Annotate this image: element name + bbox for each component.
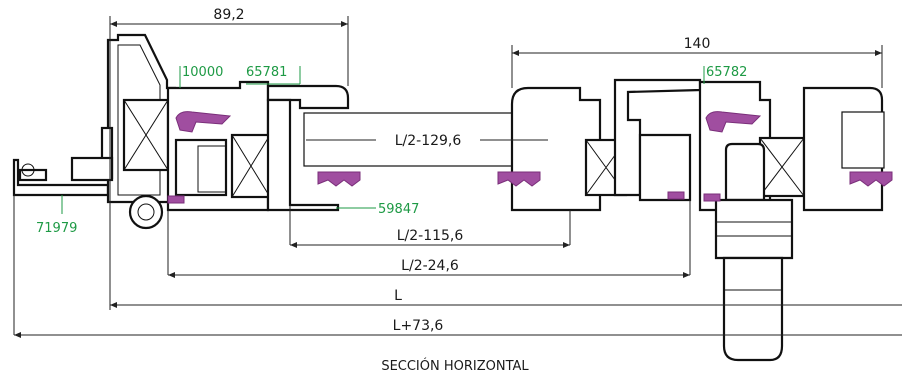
extension-lines [13,16,883,335]
section-title: SECCIÓN HORIZONTAL [381,358,529,374]
interlock-profile [510,78,885,212]
gasket-top-right [705,111,762,133]
dimension-lines [14,21,902,338]
dim-115-6-label: L/2-115,6 [397,228,464,244]
roller-wheel [128,194,164,230]
gasket-pad-2 [667,191,685,200]
gasket-bottom-left [317,171,361,187]
code-leaders [61,66,705,214]
code-10000: 10000 [182,65,223,80]
dim-L-label: L [394,288,402,304]
gasket-top-left [175,111,232,133]
dim-L-73-6-label: L+73,6 [393,318,444,334]
gaskets [167,111,893,204]
gasket-center-left [497,171,541,187]
left-frame-profile [12,33,177,230]
code-59847: 59847 [378,202,419,217]
code-65781: 65781 [246,65,287,80]
gasket-bottom-right [849,171,893,187]
dim-glass-inner-label: L/2-129,6 [395,133,462,149]
gasket-pad-1 [167,195,185,204]
drainage-cap [18,168,48,182]
code-71979: 71979 [36,221,77,236]
gasket-pad-3 [703,193,721,202]
dim-24-6-label: L/2-24,6 [401,258,459,274]
dim-140-label: 140 [684,36,711,52]
code-65782: 65782 [706,65,747,80]
left-sash-profile [166,80,350,212]
dim-89-2-label: 89,2 [213,7,244,23]
